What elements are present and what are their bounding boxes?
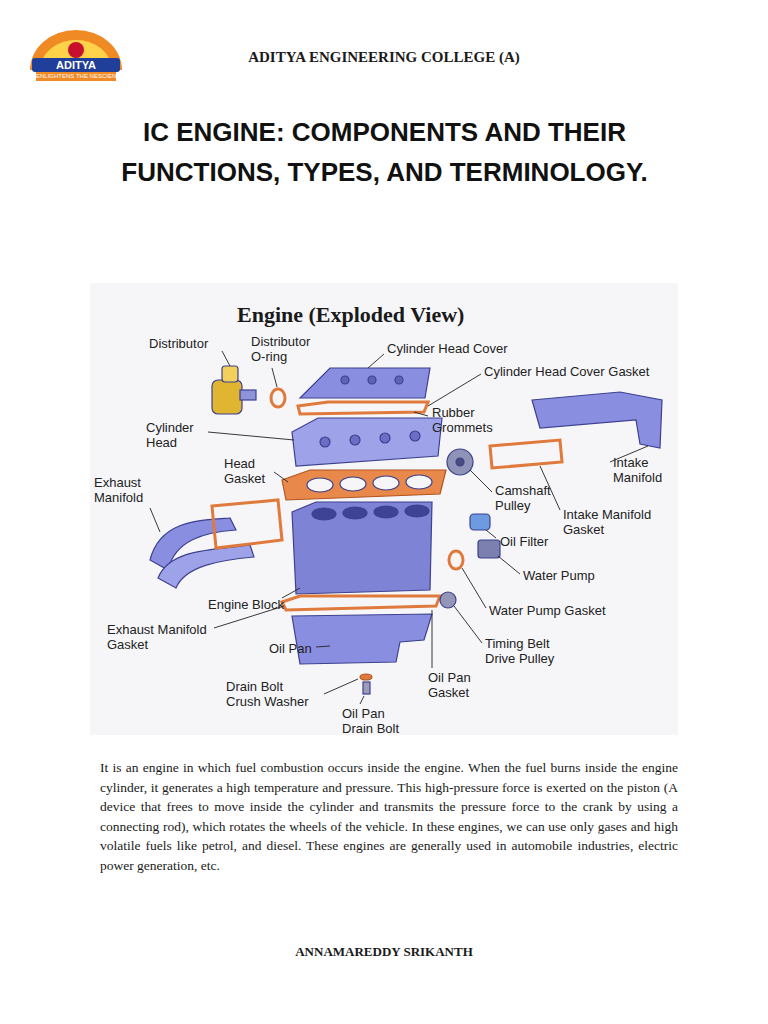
oil-filter-part xyxy=(470,514,490,530)
leader-line xyxy=(454,606,482,643)
cylinder-bore xyxy=(312,508,336,520)
cylinder-bore xyxy=(405,505,429,517)
part-label: Cylinder Head xyxy=(146,420,212,450)
leader-line xyxy=(462,568,486,608)
part-label: Head Gasket xyxy=(224,456,274,486)
part-label: Water Pump Gasket xyxy=(489,603,629,618)
part-label: Distributor O-ring xyxy=(251,334,326,364)
head-gasket-part xyxy=(282,470,446,500)
page-title: IC ENGINE: COMPONENTS AND THEIR FUNCTION… xyxy=(112,112,657,192)
head-port xyxy=(380,433,390,443)
part-label: Exhaust Manifold xyxy=(94,475,164,505)
leader-line xyxy=(316,646,330,647)
gasket-bore xyxy=(373,476,399,490)
leader-line xyxy=(150,508,160,532)
water-pump-gasket-part xyxy=(449,551,463,569)
college-name: ADITYA ENGINEERING COLLEGE (A) xyxy=(130,48,638,66)
crush-washer-part xyxy=(360,674,372,680)
part-label: Intake Manifold Gasket xyxy=(563,507,671,537)
cover-bolt xyxy=(341,376,349,384)
head-port xyxy=(320,437,330,447)
leader-line xyxy=(282,588,300,598)
distributor-part xyxy=(212,380,242,414)
o-ring-part xyxy=(271,389,285,407)
intake-gasket-part xyxy=(490,440,562,468)
leader-line xyxy=(486,530,496,538)
logo-ribbon xyxy=(36,72,116,81)
part-label: Drain Bolt Crush Washer xyxy=(226,679,321,709)
distributor-shaft xyxy=(240,390,256,400)
cover-bolt xyxy=(368,376,376,384)
part-label: Cylinder Head Cover Gasket xyxy=(484,364,674,379)
oil-pan-part xyxy=(292,614,432,664)
part-label: Intake Manifold xyxy=(613,455,677,485)
head-cover-part xyxy=(300,368,430,398)
part-label: Camshaft Pulley xyxy=(495,483,565,513)
oil-pan-gasket-part xyxy=(282,596,440,610)
logo-text: ADITYA xyxy=(32,58,120,72)
cylinder-bore xyxy=(343,507,367,519)
head-port xyxy=(410,431,420,441)
leader-line xyxy=(470,470,492,492)
gasket-bore xyxy=(307,478,333,492)
leader-line xyxy=(360,696,364,704)
exhaust-gasket-part xyxy=(212,500,282,548)
leader-line xyxy=(222,351,230,366)
part-label: Timing Belt Drive Pulley xyxy=(485,636,575,666)
distributor-cap xyxy=(222,366,238,382)
author-name: ANNAMAREDDY SRIKANTH xyxy=(134,944,634,960)
logo-motto: ENLIGHTENS THE NESCIENCE xyxy=(36,72,116,81)
part-label: Water Pump xyxy=(523,568,613,583)
part-label: Oil Filter xyxy=(500,534,580,549)
exhaust-manifold-part xyxy=(158,545,254,588)
leader-line xyxy=(414,412,428,416)
part-label: Oil Pan Drain Bolt xyxy=(342,706,412,736)
cover-gasket-part xyxy=(298,402,428,414)
leader-line xyxy=(324,679,358,694)
part-label: Distributor xyxy=(149,336,229,351)
part-label: Engine Block xyxy=(208,597,298,612)
cylinder-bore xyxy=(374,506,398,518)
timing-pulley-part xyxy=(440,592,456,608)
leader-line xyxy=(498,556,520,574)
engine-block-part xyxy=(292,502,432,594)
part-label: Exhaust Manifold Gasket xyxy=(107,622,219,652)
figure-heading: Engine (Exploded View) xyxy=(237,302,537,328)
leader-line xyxy=(432,610,433,668)
leader-line xyxy=(428,374,481,406)
logo-band xyxy=(32,58,120,72)
cylinder-head-part xyxy=(292,418,442,466)
gasket-bore xyxy=(406,475,432,489)
body-paragraph: It is an engine in which fuel combustion… xyxy=(100,758,678,876)
leader-line xyxy=(208,432,294,440)
gasket-bore xyxy=(340,477,366,491)
part-label: Rubber Grommets xyxy=(432,405,504,435)
drain-bolt-part xyxy=(363,682,370,694)
leader-line xyxy=(368,354,384,368)
college-logo xyxy=(30,30,122,81)
leader-line xyxy=(274,472,288,482)
part-label: Oil Pan Gasket xyxy=(428,670,483,700)
cover-bolt xyxy=(395,376,403,384)
part-label: Oil Pan xyxy=(269,641,329,656)
part-label: Cylinder Head Cover xyxy=(387,341,537,356)
head-port xyxy=(350,435,360,445)
camshaft-pulley-part xyxy=(447,449,473,475)
illustration-panel xyxy=(90,283,678,735)
water-pump-part xyxy=(478,540,500,558)
leader-line xyxy=(272,368,277,387)
pulley-hub xyxy=(456,458,464,466)
logo-emblem xyxy=(68,42,84,58)
